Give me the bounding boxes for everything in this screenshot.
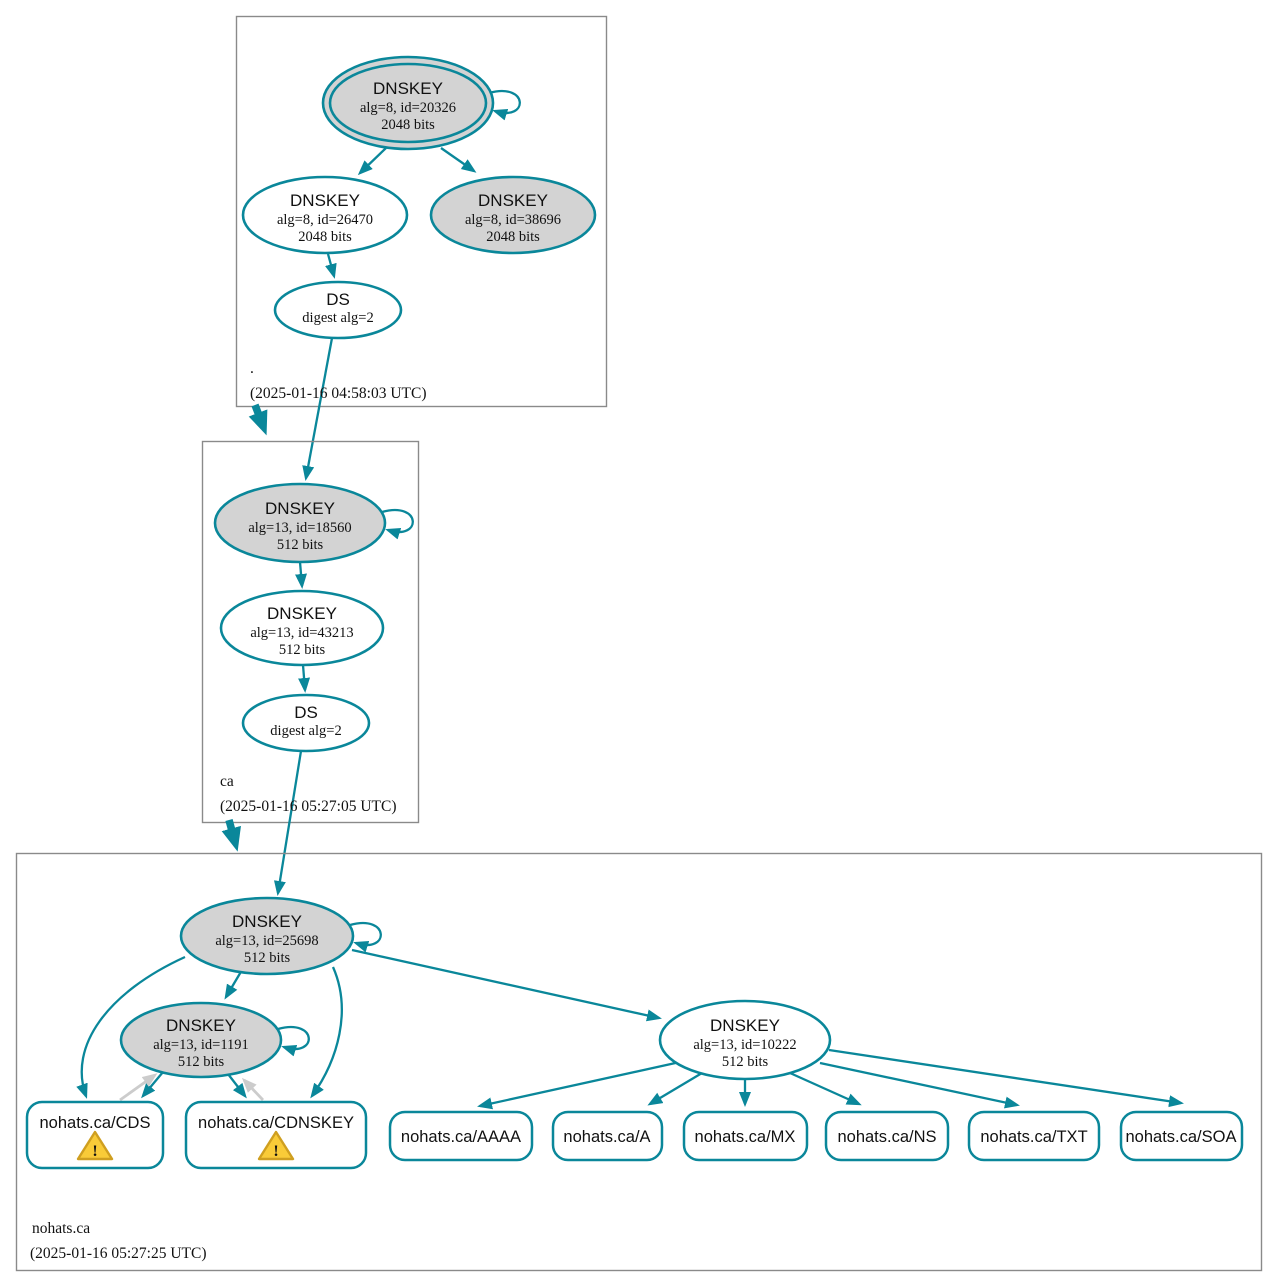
node-detail: digest alg=2 [270,723,341,739]
node-detail: alg=13, id=25698 [215,933,318,949]
edge-ksk1191-to-cdnskey [227,1073,247,1099]
rrset-label: nohats.ca/CDNSKEY [198,1114,354,1132]
rrset-label: nohats.ca/TXT [980,1128,1087,1146]
edge-cds-to-ksk1191-gray [119,1073,158,1102]
node-dnskey-18560[interactable]: DNSKEY alg=13, id=18560 512 bits [213,482,387,564]
edge-zsk10222-to-soa [828,1048,1184,1108]
zone-nohats-box [15,852,1263,1272]
edge-ksk25698-to-cds [76,955,186,1099]
node-detail: alg=13, id=10222 [693,1037,796,1053]
edge-ca-ksk-to-zsk [295,561,307,589]
node-bits: 2048 bits [298,229,352,245]
node-detail: alg=8, id=20326 [360,100,456,116]
warning-icon: ! [257,1130,295,1161]
node-dnskey-26470[interactable]: DNSKEY alg=8, id=26470 2048 bits [241,175,409,255]
node-title: DNSKEY [232,912,302,931]
rrset-label: nohats.ca/NS [837,1128,936,1146]
svg-text:!: ! [92,1143,97,1160]
edge-root-to-ca-delegation [248,403,268,436]
zone-nohats-timestamp: (2025-01-16 05:27:25 UTC) [30,1245,207,1262]
node-title: DNSKEY [290,191,360,210]
edge-root-ds-to-ca-ksk [302,337,334,481]
rrset-label: nohats.ca/MX [695,1128,796,1146]
node-detail: alg=8, id=38696 [465,212,561,228]
node-dnskey-43213[interactable]: DNSKEY alg=13, id=43213 512 bits [219,589,385,667]
node-detail: alg=13, id=1191 [153,1037,249,1053]
edge-ksk1191-selfloop [277,1026,310,1057]
node-dnskey-25698[interactable]: DNSKEY alg=13, id=25698 512 bits [179,896,355,976]
node-title: DS [294,703,318,722]
zone-ca-timestamp: (2025-01-16 05:27:05 UTC) [220,798,397,815]
node-title: DNSKEY [267,604,337,623]
edge-root-ksk-to-ksk2 [440,147,477,173]
node-dnskey-38696[interactable]: DNSKEY alg=8, id=38696 2048 bits [429,175,597,255]
node-title: DS [326,290,350,309]
edge-cdnskey-to-ksk1191-gray [241,1077,265,1101]
edge-root-ksk-to-zsk [357,147,387,176]
node-rrset-cds[interactable]: nohats.ca/CDS ! [25,1100,165,1170]
node-rrset-txt[interactable]: nohats.ca/TXT [967,1110,1101,1162]
edge-zsk10222-to-txt [819,1061,1020,1109]
node-title: DNSKEY [166,1016,236,1035]
node-bits: 512 bits [244,950,291,966]
node-rrset-aaaa[interactable]: nohats.ca/AAAA [388,1110,534,1162]
rrset-label: nohats.ca/A [563,1128,650,1146]
svg-text:!: ! [273,1143,278,1160]
node-detail: alg=8, id=26470 [277,212,373,228]
edge-zsk10222-to-a [647,1072,703,1106]
node-title: DNSKEY [265,499,335,518]
edge-ca-ds-to-nohats-ksk [273,750,303,896]
zone-nohats-ca: DNSKEY alg=13, id=25698 512 bits DNSKEY … [15,852,1263,1272]
edge-zsk10222-to-ns [789,1071,862,1106]
edge-ksk25698-to-ksk1191 [224,969,243,1000]
node-detail: alg=13, id=43213 [250,625,353,641]
edge-ksk25698-to-cdnskey [310,966,343,1099]
edge-ksk25698-to-zsk10222 [351,948,662,1022]
node-bits: 2048 bits [381,117,435,133]
edge-ca-ksk-selfloop [381,509,414,540]
zone-root-name: . [250,360,254,377]
zone-root-box [235,15,608,408]
node-detail: digest alg=2 [302,310,373,326]
node-title: DNSKEY [478,191,548,210]
node-bits: 512 bits [279,642,326,658]
edge-root-zsk-to-ds [325,253,337,279]
node-title: DNSKEY [710,1016,780,1035]
node-bits: 512 bits [277,537,324,553]
warning-icon: ! [76,1130,114,1161]
node-bits: 2048 bits [486,229,540,245]
node-bits: 512 bits [722,1054,769,1070]
node-detail: alg=13, id=18560 [248,520,351,536]
edge-ca-zsk-to-ds [298,664,311,693]
rrset-label: nohats.ca/AAAA [401,1128,521,1146]
node-title: DNSKEY [373,79,443,98]
node-ds-root[interactable]: DS digest alg=2 [273,280,403,340]
node-bits: 512 bits [178,1054,225,1070]
rrset-label: nohats.ca/SOA [1126,1128,1237,1146]
node-ds-ca[interactable]: DS digest alg=2 [241,693,371,753]
edge-ca-to-nohats-delegation [221,819,241,852]
zone-root: DNSKEY alg=8, id=20326 2048 bits DNSKEY … [235,15,608,481]
zone-nohats-name: nohats.ca [32,1220,90,1237]
node-rrset-ns[interactable]: nohats.ca/NS [824,1110,950,1162]
node-dnskey-20326[interactable]: DNSKEY alg=8, id=20326 2048 bits [321,55,495,151]
node-rrset-a[interactable]: nohats.ca/A [551,1110,664,1162]
node-dnskey-10222[interactable]: DNSKEY alg=13, id=10222 512 bits [658,999,832,1081]
zone-ca: DNSKEY alg=13, id=18560 512 bits DNSKEY … [201,440,420,896]
edge-nohats-ksk-selfloop [349,922,382,953]
zone-root-timestamp: (2025-01-16 04:58:03 UTC) [250,385,427,402]
rrset-label: nohats.ca/CDS [40,1114,151,1132]
edge-zsk10222-to-aaaa [477,1060,681,1110]
node-rrset-mx[interactable]: nohats.ca/MX [682,1110,809,1162]
node-rrset-cdnskey[interactable]: nohats.ca/CDNSKEY ! [184,1100,368,1170]
node-rrset-soa[interactable]: nohats.ca/SOA [1119,1110,1244,1162]
node-dnskey-1191[interactable]: DNSKEY alg=13, id=1191 512 bits [119,1001,283,1079]
edge-root-ksk-selfloop [488,90,521,121]
zone-ca-box [201,440,420,824]
zone-ca-name: ca [220,773,234,790]
